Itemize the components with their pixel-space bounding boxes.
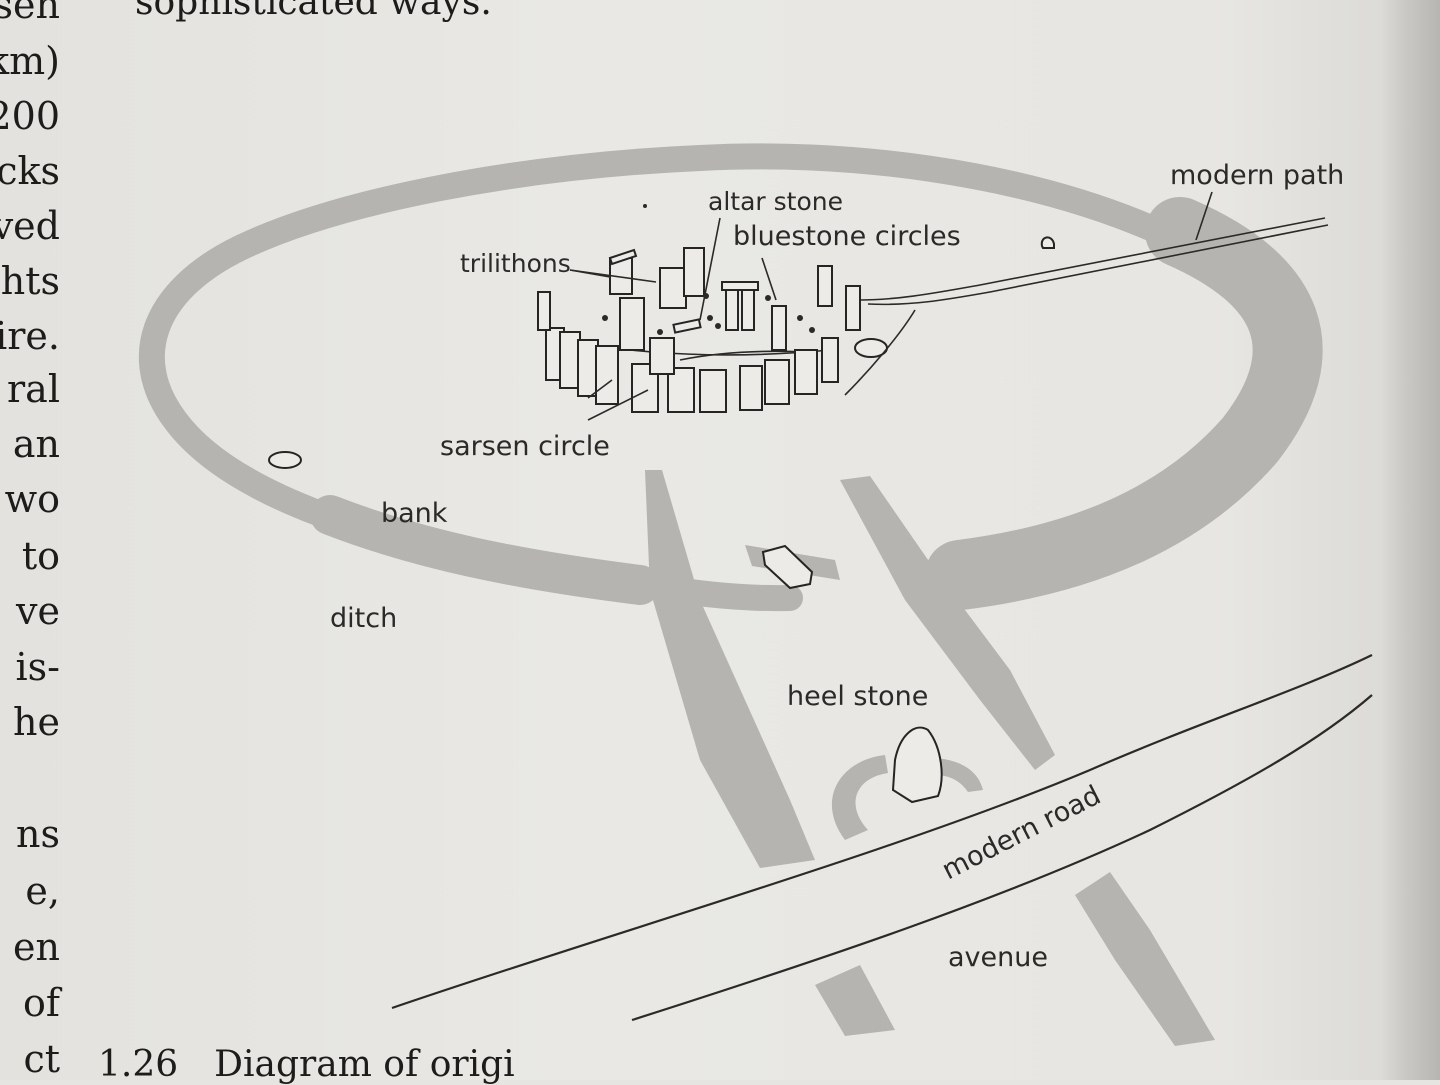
- margin-word: cks: [0, 149, 60, 193]
- body-text-top-line: sophisticated ways.: [135, 0, 492, 23]
- margin-word: hts: [0, 259, 60, 303]
- ditch-ring: [139, 143, 1323, 612]
- modern-road: [391, 654, 1373, 1022]
- margin-word: ct: [23, 1037, 60, 1081]
- margin-word: ral: [7, 367, 60, 411]
- trilithon-stones: [608, 247, 787, 375]
- figure-caption: 1.26 Diagram of origi: [98, 1044, 515, 1085]
- margin-word: is-: [15, 645, 61, 689]
- label-avenue: avenue: [948, 942, 1048, 973]
- margin-word: en: [13, 925, 60, 969]
- modern-path: [844, 217, 1329, 396]
- margin-word: he: [13, 700, 60, 744]
- label-heel-stone: heel stone: [787, 681, 928, 712]
- sarsen-circle-stones: [537, 265, 861, 413]
- margin-word: e,: [25, 869, 60, 913]
- label-bank: bank: [381, 498, 448, 529]
- label-modern-path: modern path: [1170, 160, 1344, 191]
- station-stone: [268, 451, 302, 469]
- label-sarsen-circle: sarsen circle: [440, 431, 610, 462]
- margin-word: km): [0, 39, 60, 83]
- figure-number: 1.26: [98, 1044, 179, 1085]
- margin-word: 200: [0, 94, 60, 138]
- label-trilithons: trilithons: [460, 249, 571, 278]
- heel-stone: [891, 726, 943, 804]
- label-modern-road: modern road: [937, 780, 1106, 886]
- margin-word: to: [21, 534, 60, 578]
- leader-lines: [569, 191, 1213, 421]
- margin-word: ve: [16, 589, 60, 633]
- slaughter-stone: [761, 544, 814, 590]
- margin-word: of: [23, 981, 60, 1025]
- margin-word: ns: [16, 812, 60, 856]
- margin-word: ved: [0, 204, 60, 248]
- margin-word: rsen: [0, 0, 60, 27]
- figure-caption-text: Diagram of origi: [214, 1044, 515, 1085]
- margin-word: wo: [4, 477, 60, 521]
- label-bluestone-circles: bluestone circles: [733, 221, 961, 252]
- altar-stone: [672, 318, 702, 334]
- small-stone-mark: [1040, 236, 1055, 249]
- label-ditch: ditch: [330, 603, 397, 634]
- margin-word: an: [12, 422, 60, 466]
- label-altar-stone: altar stone: [708, 187, 843, 216]
- book-spine-shadow: [1380, 0, 1440, 1080]
- margin-word: ire.: [0, 314, 60, 358]
